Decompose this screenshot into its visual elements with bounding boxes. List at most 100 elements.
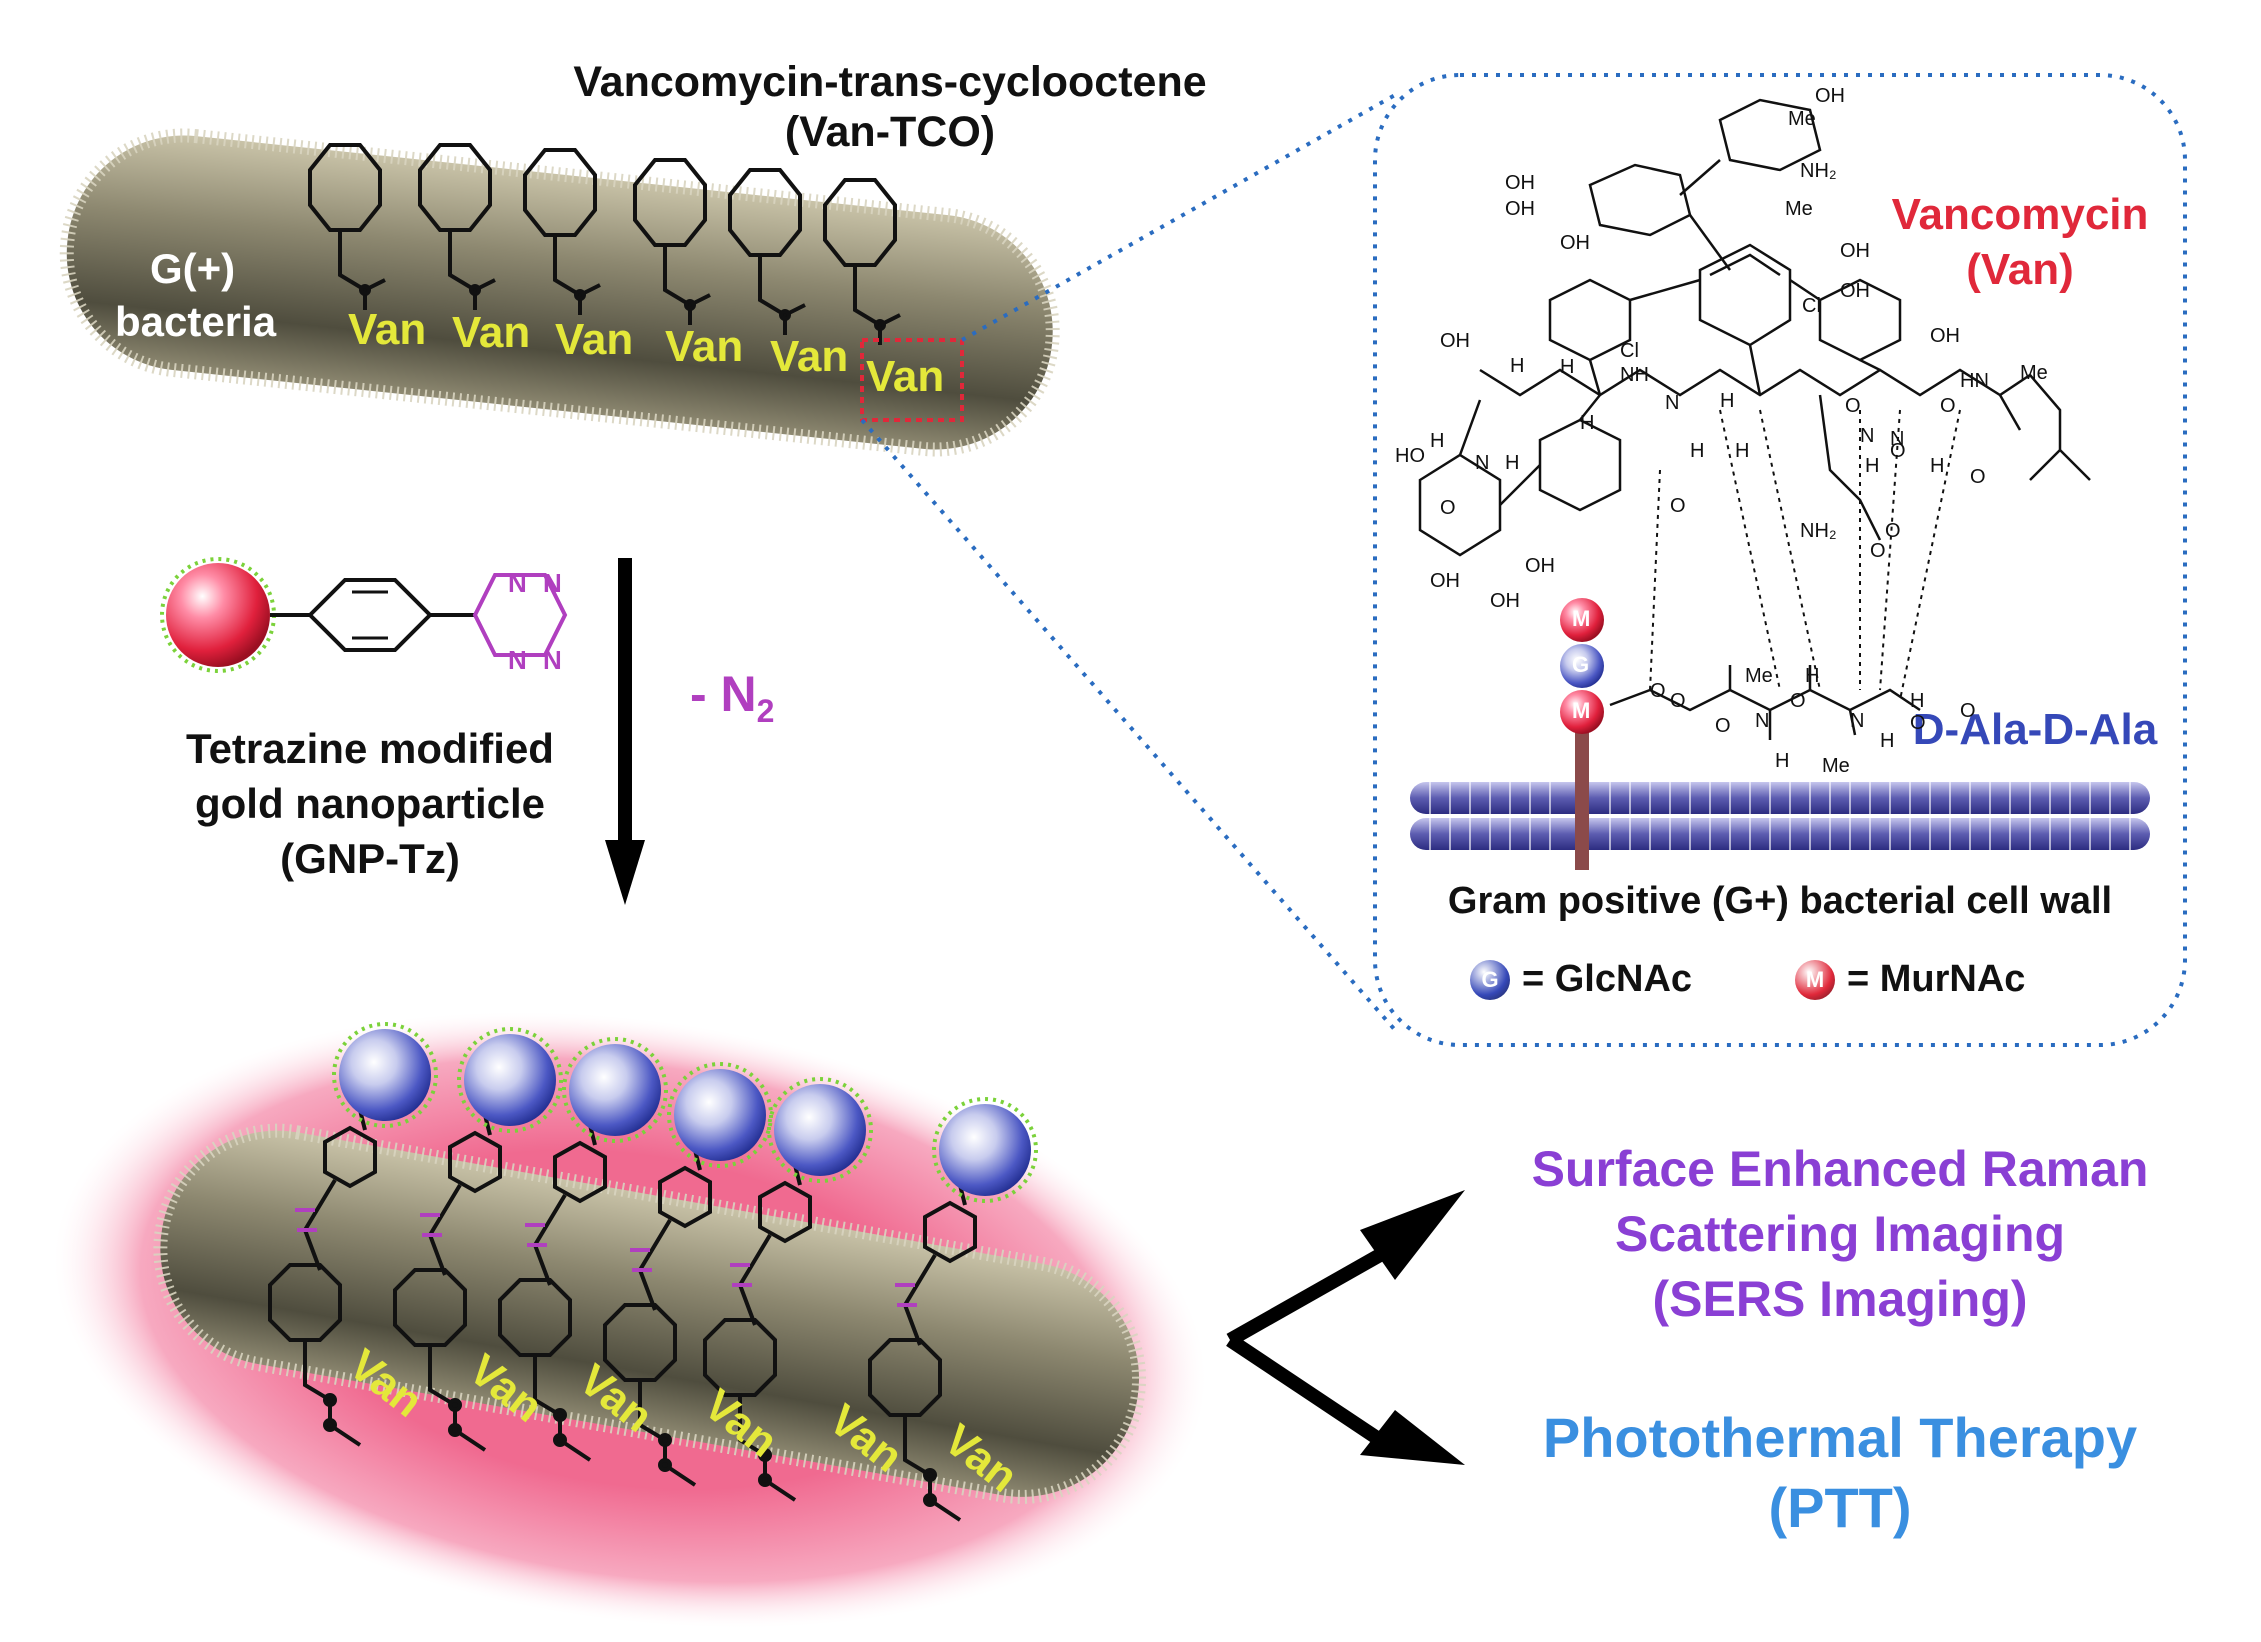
- atom-label: NH₂: [1800, 160, 1837, 182]
- zoom-line-top: [961, 93, 1396, 342]
- tetrazine-n: N: [543, 645, 562, 675]
- atom-label: OH: [1490, 590, 1520, 612]
- branch-arrows: [1226, 1248, 1384, 1446]
- atom-label: NH₂: [1800, 520, 1837, 542]
- gold-nanoparticle: [339, 1029, 431, 1121]
- atom-label: NH: [1620, 364, 1649, 386]
- atom-label: O: [1670, 690, 1686, 712]
- tco-rings-top: [308, 143, 901, 345]
- reaction-arrow: [605, 558, 645, 905]
- atom-label: OH: [1525, 555, 1555, 577]
- atom-label: O: [1960, 700, 1976, 722]
- highlight-box: [860, 338, 964, 422]
- atom-label: H: [1865, 455, 1880, 477]
- cell-wall-caption: Gram positive (G+) bacterial cell wall: [1447, 880, 2113, 922]
- van-label-top: Van: [866, 352, 945, 401]
- ptt-line-1: Photothermal Therapy: [1542, 1406, 2138, 1469]
- atom-label: N: [1850, 710, 1865, 732]
- van-tco-abbr: (Van-TCO): [784, 108, 996, 156]
- sers-line-3: (SERS Imaging): [1652, 1271, 2028, 1327]
- van-tco-title: Vancomycin-trans-cyclooctene: [573, 58, 1207, 106]
- reagent-caption-1: Tetrazine modified: [186, 725, 554, 772]
- atom-label: OH: [1930, 325, 1960, 347]
- sugar-bead-letter: M: [1572, 606, 1591, 631]
- bottom-bacterium: [153, 1123, 1147, 1504]
- atom-label: H: [1505, 452, 1520, 474]
- murnac-label: = MurNAc: [1847, 958, 2026, 1000]
- atom-label: OH: [1840, 280, 1870, 302]
- atom-label: OH: [1560, 232, 1590, 254]
- sers-line-1: Surface Enhanced Raman: [1531, 1141, 2149, 1197]
- atom-label: O: [1650, 680, 1666, 702]
- van-label-top: Van: [348, 305, 427, 354]
- glcnac-icon: G: [1470, 960, 1510, 1000]
- d-ala-d-ala-label: D-Ala-D-Ala: [1912, 705, 2158, 754]
- van-label-top: Van: [555, 315, 634, 364]
- sugar-bead-letter: M: [1572, 698, 1591, 723]
- gold-nanoparticle: [939, 1104, 1031, 1196]
- atom-label: HN: [1960, 370, 1989, 392]
- lipid-bilayer: [1410, 782, 2150, 850]
- gnp-tz-reagent: [160, 557, 568, 673]
- atom-label: H: [1720, 390, 1735, 412]
- gold-nanoparticle: [674, 1069, 766, 1161]
- gold-nanoparticles: [332, 1022, 1038, 1203]
- gold-nanoparticle: [569, 1044, 661, 1136]
- atom-label: Me: [2020, 362, 2048, 384]
- bacteria-label-2: bacteria: [115, 298, 277, 345]
- murnac-icon: M: [1795, 960, 1835, 1000]
- atom-label: H: [1510, 355, 1525, 377]
- atom-label: H: [1805, 665, 1820, 687]
- atom-label: O: [1890, 440, 1906, 462]
- top-bacterium: [59, 128, 1060, 457]
- atom-label: Cl: [1620, 340, 1639, 362]
- vancomycin-abbr: (Van): [1966, 245, 2074, 294]
- reagent-caption-3: (GNP-Tz): [280, 835, 460, 882]
- atom-label: Me: [1785, 198, 1813, 220]
- atom-label: O: [1715, 715, 1731, 737]
- atom-label: O: [1970, 466, 1986, 488]
- atom-label: N: [1755, 710, 1770, 732]
- atom-label: Me: [1788, 108, 1816, 130]
- van-label-top: Van: [770, 332, 849, 381]
- atom-label: H: [1430, 430, 1445, 452]
- glcnac-label: = GlcNAc: [1522, 958, 1693, 1000]
- van-label-top: Van: [452, 308, 531, 357]
- tetrazine-n: N: [543, 568, 562, 598]
- atom-label: OH: [1815, 85, 1845, 107]
- ptt-line-2: (PTT): [1768, 1476, 1912, 1539]
- atom-label: O: [1910, 712, 1926, 734]
- gold-nanoparticle: [774, 1084, 866, 1176]
- vancomycin-label: Vancomycin: [1891, 190, 2149, 239]
- bacteria-label-1: G(+): [150, 245, 236, 292]
- atom-label: H: [1735, 440, 1750, 462]
- tetrazine-n: N: [508, 568, 527, 598]
- atom-label: H: [1930, 455, 1945, 477]
- atom-label: H: [1580, 412, 1595, 434]
- atom-label: O: [1940, 395, 1956, 417]
- atom-label: OH: [1505, 172, 1535, 194]
- vancomycin-structure: [1418, 98, 2091, 740]
- atom-label: H: [1690, 440, 1705, 462]
- atom-label: N: [1665, 392, 1680, 414]
- sugar-bead-letter: G: [1572, 652, 1590, 677]
- atom-label: O: [1885, 520, 1901, 542]
- atom-label: Cl: [1802, 295, 1821, 317]
- atom-label: O: [1440, 497, 1456, 519]
- atom-label: OH: [1430, 570, 1460, 592]
- van-label-top: Van: [665, 322, 744, 371]
- atom-label: O: [1845, 395, 1861, 417]
- sers-line-2: Scattering Imaging: [1614, 1206, 2066, 1262]
- atom-label: Me: [1822, 755, 1850, 777]
- atom-label: O: [1790, 690, 1806, 712]
- reagent-caption-2: gold nanoparticle: [194, 780, 546, 827]
- atom-label: H: [1775, 750, 1790, 772]
- n2-byproduct: - N2: [690, 666, 775, 729]
- atom-label: Me: [1745, 665, 1773, 687]
- atom-label: H: [1880, 730, 1895, 752]
- atom-label: N: [1860, 425, 1875, 447]
- atom-label: OH: [1505, 198, 1535, 220]
- atom-label: N: [1475, 452, 1490, 474]
